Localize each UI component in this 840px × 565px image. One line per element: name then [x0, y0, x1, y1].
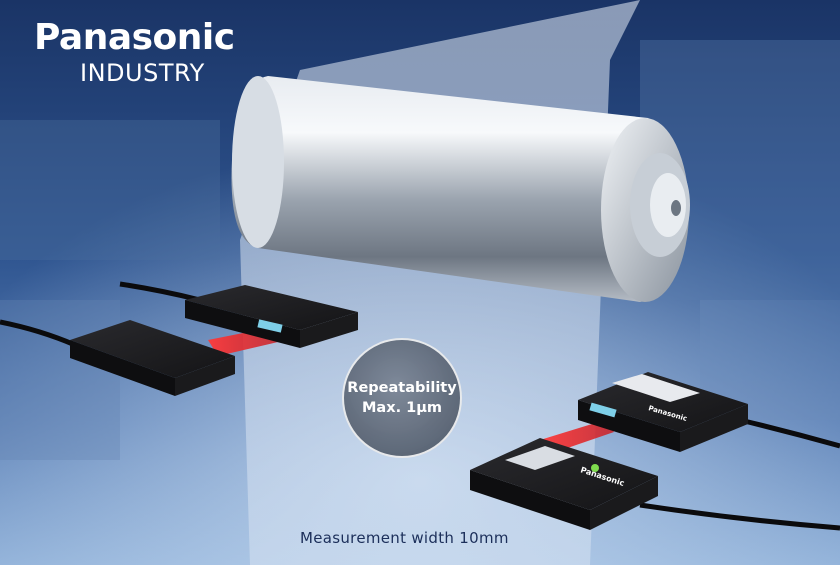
sensor-left-front: [70, 320, 235, 396]
badge-line-1: Repeatability: [347, 380, 457, 396]
brand-name: Panasonic: [34, 17, 235, 58]
badge-line-2: Max. 1µm: [362, 400, 442, 416]
repeatability-badge: Repeatability Max. 1µm: [342, 338, 462, 458]
brand-division: INDUSTRY: [80, 59, 205, 87]
brand-logo: Panasonic INDUSTRY: [34, 18, 235, 88]
roller: [231, 76, 690, 302]
sensor-left-back: [185, 285, 358, 348]
sensor-cables: [0, 281, 840, 531]
measurement-caption: Measurement width 10mm: [300, 529, 509, 547]
sensor-right-front: [470, 438, 658, 530]
sensor-right-back: [578, 372, 748, 452]
